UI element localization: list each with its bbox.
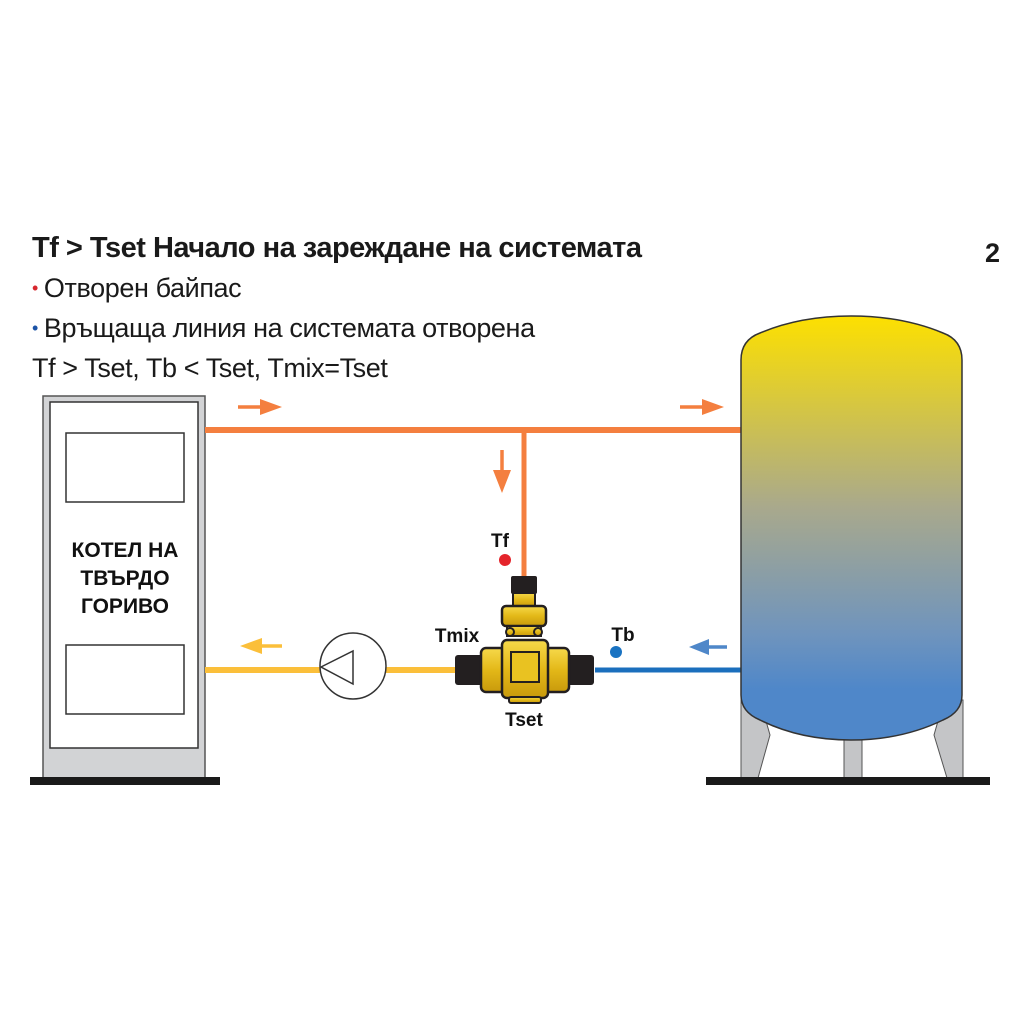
pump-icon bbox=[319, 632, 387, 700]
tb-label: Tb bbox=[611, 625, 634, 646]
tset-label: Tset bbox=[505, 710, 543, 731]
tb-sensor-dot bbox=[610, 646, 622, 658]
valve-top-nut bbox=[500, 604, 548, 628]
boiler-lower-door bbox=[65, 644, 185, 715]
boiler-return-pipe bbox=[205, 632, 460, 700]
solid-fuel-boiler: КОТЕЛ НА ТВЪРДО ГОРИВО bbox=[30, 395, 220, 785]
thermostatic-mixing-valve bbox=[455, 576, 594, 704]
tank-leg-center bbox=[843, 739, 863, 779]
bullet-text: Отворен байпас bbox=[43, 273, 242, 303]
tmix-label: Tmix bbox=[435, 626, 480, 647]
tank-return-pipe bbox=[595, 639, 742, 673]
condition-text: Tf > Tset, Tb < Tset, Tmix=Tset bbox=[32, 353, 388, 383]
boiler-floor bbox=[30, 777, 220, 785]
tf-sensor-dot bbox=[499, 554, 511, 566]
tank-floor bbox=[706, 777, 990, 785]
bullet-text: Връщаща линия на системата отворена bbox=[43, 313, 535, 343]
arrow-down-icon bbox=[493, 450, 511, 493]
valve-left-thread bbox=[455, 655, 483, 685]
boiler-label-line-3: ГОРИВО bbox=[81, 595, 169, 618]
arrow-right-icon bbox=[238, 399, 282, 415]
valve-right-thread bbox=[566, 655, 594, 685]
arrow-left-icon bbox=[689, 639, 727, 655]
arrow-left-icon bbox=[240, 638, 282, 654]
diagram-title: Tf > Tset Начало на зареждане на система… bbox=[32, 232, 642, 264]
supply-pipe bbox=[205, 399, 742, 578]
valve-top-thread bbox=[511, 576, 537, 594]
tf-label: Tf bbox=[491, 531, 510, 552]
boiler-upper-door bbox=[65, 432, 185, 503]
buffer-tank bbox=[706, 315, 990, 785]
page-number: 2 bbox=[985, 238, 1001, 268]
boiler-label-line-1: КОТЕЛ НА bbox=[72, 539, 179, 562]
sensor-tb: Tb bbox=[610, 625, 635, 658]
arrow-right-icon bbox=[680, 399, 724, 415]
tank-body bbox=[740, 315, 963, 741]
red-bullet-icon: • bbox=[32, 278, 38, 298]
sensor-tf: Tf bbox=[491, 531, 511, 566]
bullet-return-open: •Връщаща линия на системата отворена bbox=[32, 313, 535, 344]
blue-bullet-icon: • bbox=[32, 318, 38, 338]
boiler-label-line-2: ТВЪРДО bbox=[80, 567, 169, 590]
bullet-bypass-open: •Отворен байпас bbox=[32, 273, 242, 304]
